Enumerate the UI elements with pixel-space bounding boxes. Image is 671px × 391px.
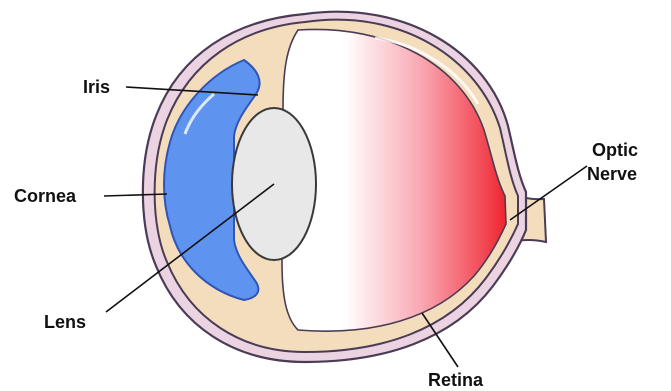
label-optic-nerve-line1: Optic bbox=[592, 140, 638, 160]
label-lens: Lens bbox=[44, 312, 86, 332]
label-cornea: Cornea bbox=[14, 186, 77, 206]
label-optic-nerve-line2: Nerve bbox=[587, 164, 637, 184]
label-retina: Retina bbox=[428, 370, 484, 390]
label-iris: Iris bbox=[83, 77, 110, 97]
